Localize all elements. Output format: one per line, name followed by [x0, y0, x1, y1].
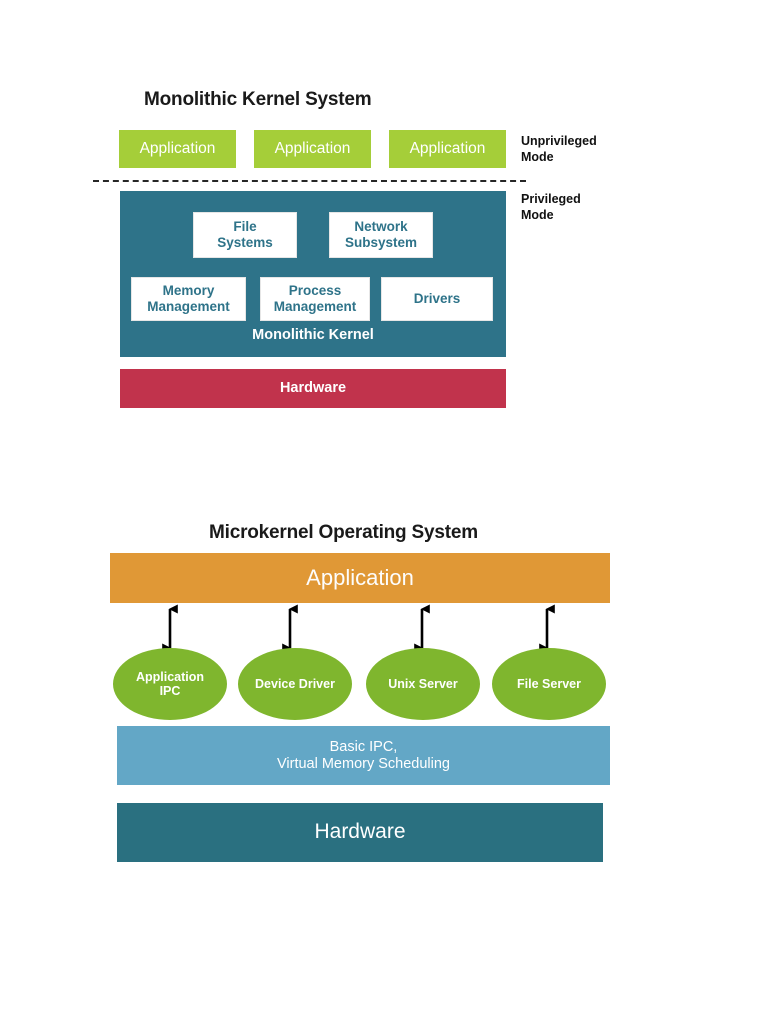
app-box-3[interactable]: Application [389, 130, 506, 168]
microkernel-title: Microkernel Operating System [209, 522, 478, 543]
ipc-layer-label: Basic IPC, Virtual Memory Scheduling [276, 738, 450, 772]
service-ellipse-file-server-label: File Server [517, 676, 581, 691]
monolithic-kernel-caption: Monolithic Kernel [252, 327, 374, 343]
kernel-subbox-network-subsystem[interactable]: Network Subsystem [329, 212, 433, 258]
unprivileged-mode-label: Unprivileged Mode [521, 134, 597, 164]
service-ellipse-file-server[interactable]: File Server [492, 648, 606, 720]
microkernel-hardware-bar[interactable]: Hardware [117, 803, 603, 862]
app-box-1-label: Application [139, 140, 216, 158]
ipc-arrows-group [162, 604, 555, 653]
kernel-subbox-drivers-label: Drivers [413, 291, 461, 307]
kernel-subbox-process-management[interactable]: Process Management [260, 277, 370, 321]
service-ellipse-application-ipc[interactable]: Application IPC [113, 648, 227, 720]
monolithic-hardware-bar[interactable]: Hardware [120, 369, 506, 408]
privileged-mode-label: Privileged Mode [521, 192, 581, 222]
kernel-subbox-file-systems-label: File Systems [217, 219, 273, 250]
monolithic-kernel-box: File Systems Network Subsystem Memory Ma… [120, 191, 506, 357]
service-ellipse-device-driver-label: Device Driver [255, 676, 335, 691]
microkernel-hardware-label: Hardware [314, 820, 406, 844]
app-box-1[interactable]: Application [119, 130, 236, 168]
microkernel-application-label: Application [306, 565, 414, 591]
kernel-subbox-drivers[interactable]: Drivers [381, 277, 493, 321]
app-box-3-label: Application [409, 140, 486, 158]
service-ellipse-application-ipc-label: Application IPC [135, 669, 205, 698]
kernel-subbox-file-systems[interactable]: File Systems [193, 212, 297, 258]
ipc-layer-bar[interactable]: Basic IPC, Virtual Memory Scheduling [117, 726, 610, 785]
monolithic-title: Monolithic Kernel System [144, 89, 372, 110]
service-ellipse-unix-server[interactable]: Unix Server [366, 648, 480, 720]
kernel-subbox-network-subsystem-label: Network Subsystem [344, 219, 418, 250]
kernel-subbox-process-management-label: Process Management [273, 283, 357, 314]
monolithic-hardware-label: Hardware [279, 380, 347, 397]
privilege-divider [93, 180, 526, 182]
kernel-subbox-memory-management-label: Memory Management [147, 283, 230, 314]
service-ellipse-device-driver[interactable]: Device Driver [238, 648, 352, 720]
app-box-2[interactable]: Application [254, 130, 371, 168]
service-ellipse-unix-server-label: Unix Server [388, 676, 458, 691]
kernel-subbox-memory-management[interactable]: Memory Management [131, 277, 246, 321]
app-box-2-label: Application [274, 140, 351, 158]
microkernel-application-bar[interactable]: Application [110, 553, 610, 603]
